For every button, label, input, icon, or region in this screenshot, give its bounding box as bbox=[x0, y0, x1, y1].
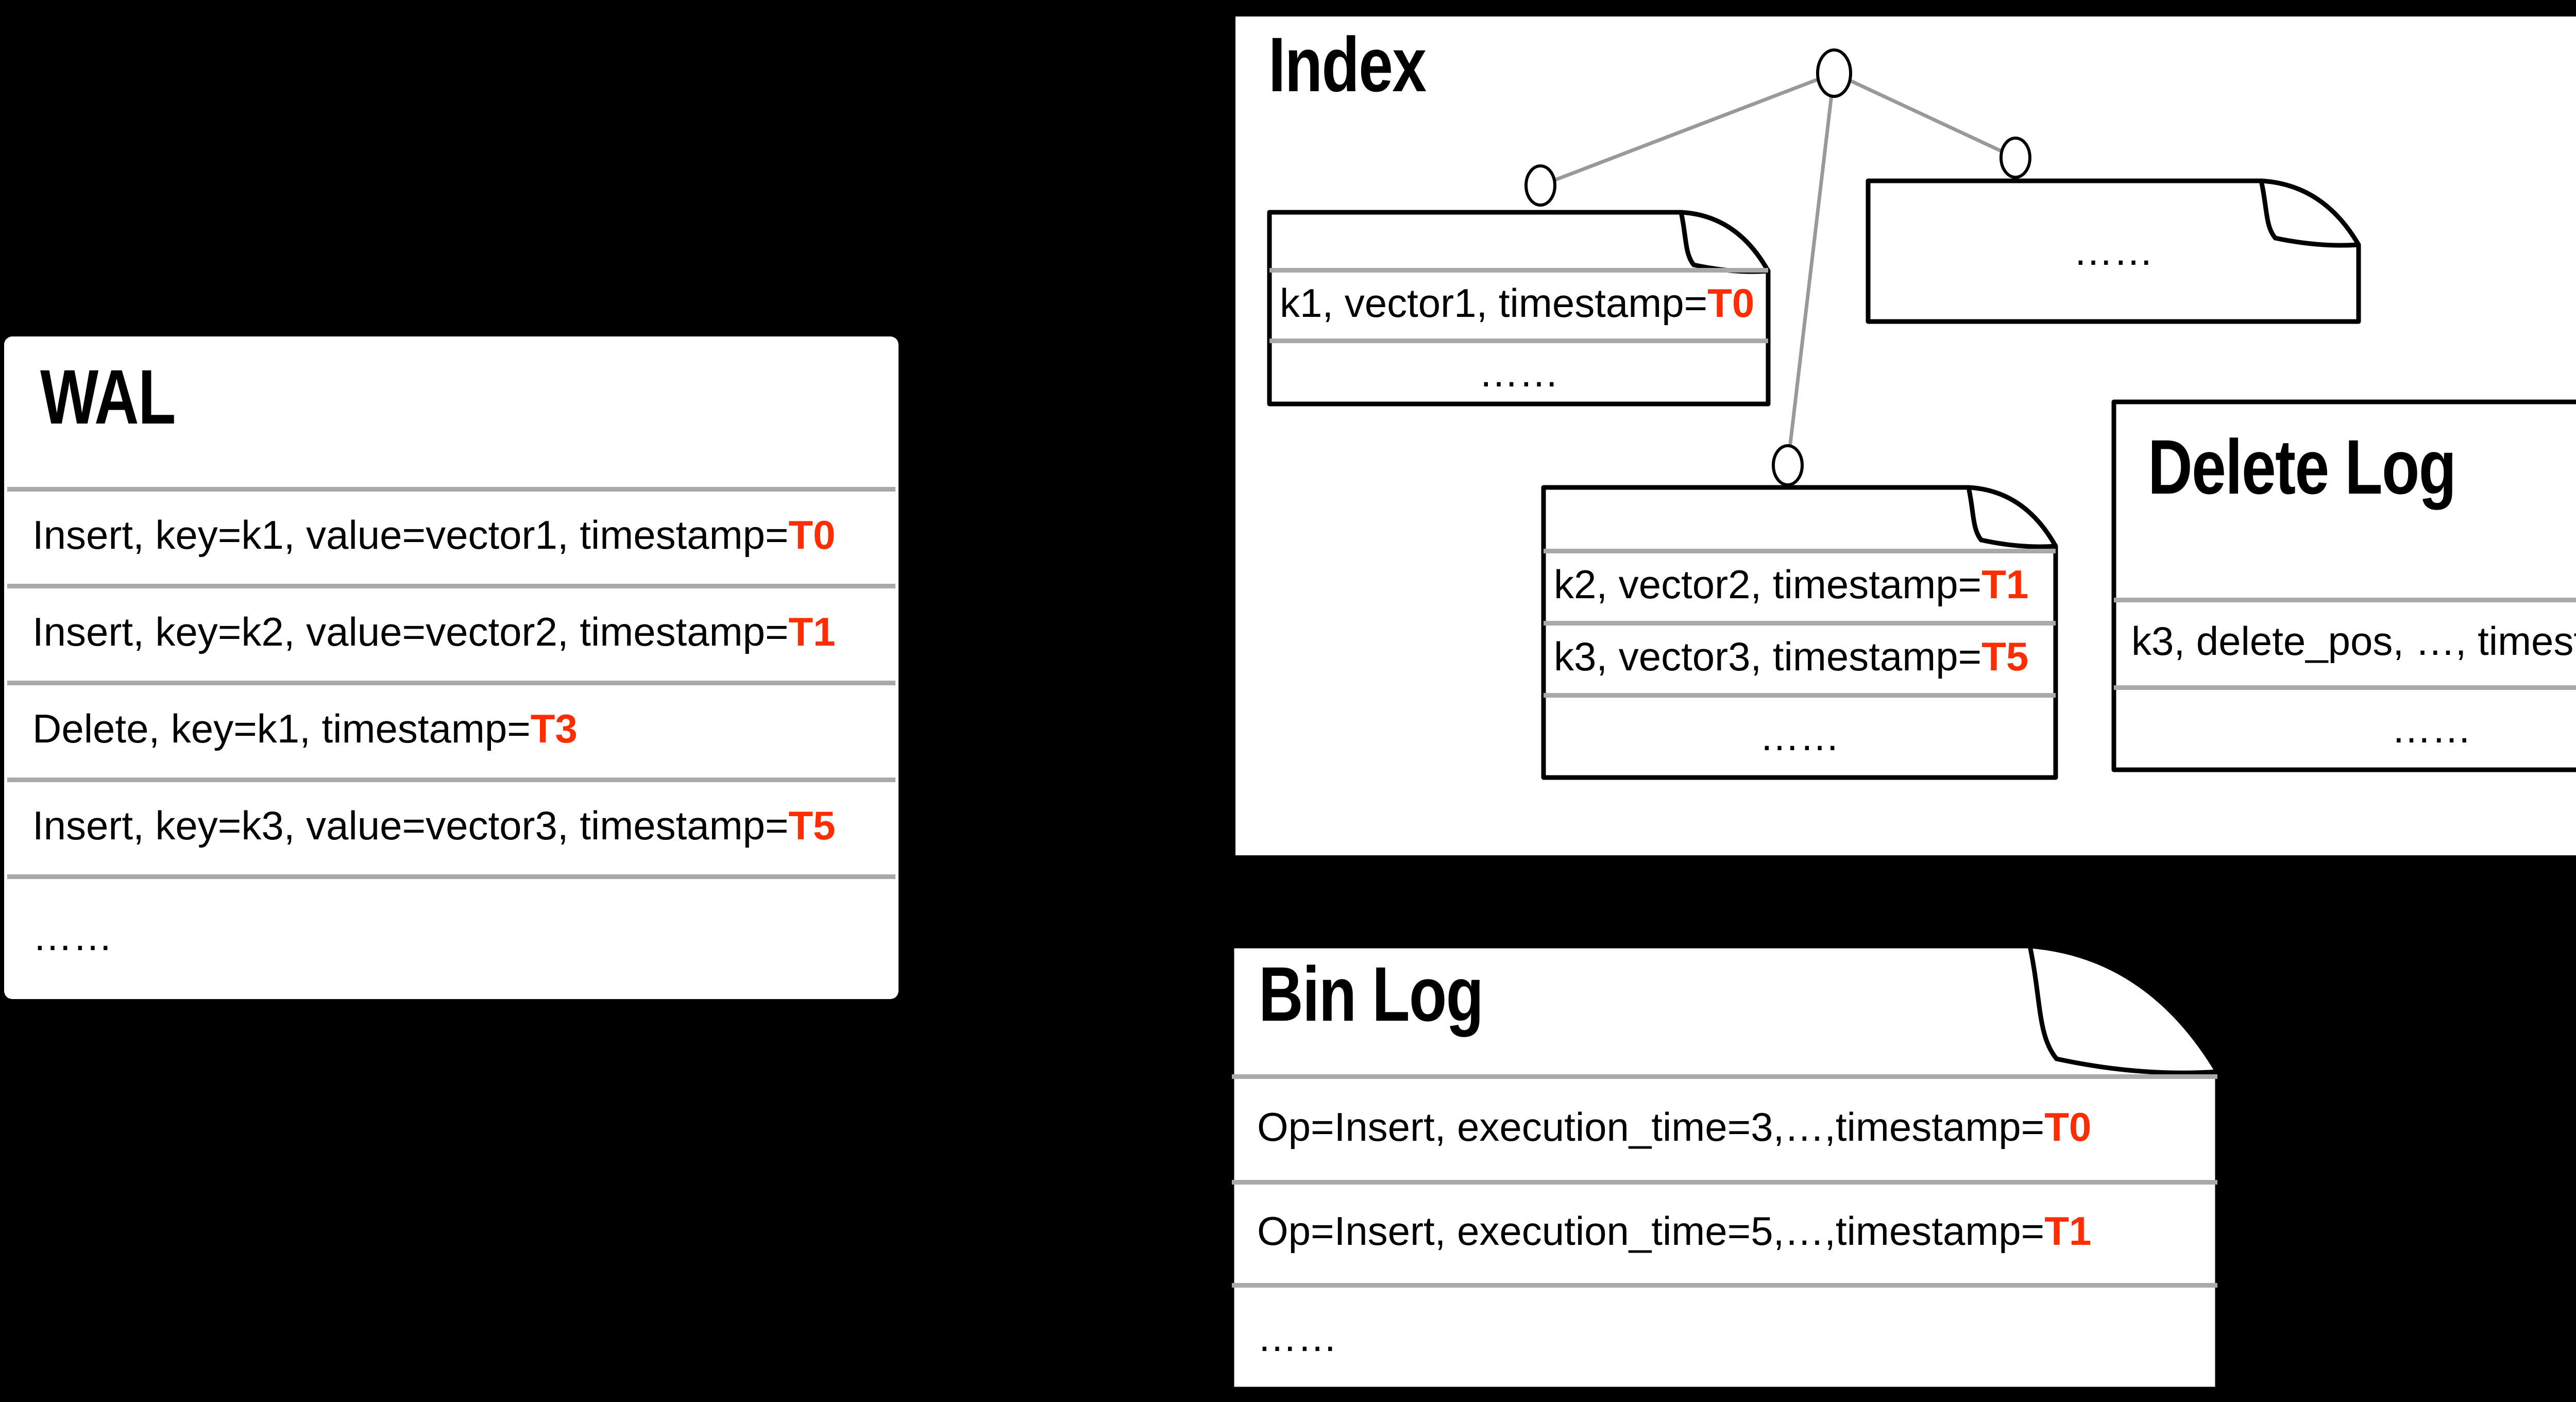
wal-row: Insert, key=k2, value=vector2, timestamp… bbox=[4, 584, 899, 681]
delete-log-title-wrap: Delete Log bbox=[2148, 428, 2533, 505]
divider bbox=[1232, 1180, 2217, 1185]
file-page-icon bbox=[2111, 399, 2576, 772]
divider bbox=[1269, 268, 1768, 273]
timestamp-value: T1 bbox=[788, 609, 836, 655]
segment-row: k1, vector1, timestamp=T0 bbox=[1266, 268, 1771, 339]
wal-ellipsis-row: …… bbox=[4, 874, 899, 999]
index-file-other: …… bbox=[1865, 178, 2362, 325]
index-file-k2-k3: k2, vector2, timestamp=T1 k3, vector3, t… bbox=[1540, 484, 2059, 781]
ellipsis-text: …… bbox=[2391, 706, 2472, 752]
ellipsis-text: …… bbox=[1257, 1314, 1337, 1360]
divider bbox=[1544, 693, 2056, 698]
divider bbox=[7, 584, 895, 588]
divider bbox=[1269, 339, 1768, 343]
bin-log-row-text: Op=Insert, execution_time=5,…,timestamp= bbox=[1257, 1208, 2045, 1254]
timestamp-value: T0 bbox=[788, 512, 836, 558]
wal-row: Insert, key=k3, value=vector3, timestamp… bbox=[4, 778, 899, 874]
index-file-k1: k1, vector1, timestamp=T0 …… bbox=[1266, 209, 1771, 407]
file-page-icon bbox=[1229, 943, 2220, 1392]
segment-row: k3, vector3, timestamp=T5 bbox=[1540, 621, 2059, 693]
bin-log-ellipsis-row: …… bbox=[1229, 1283, 2221, 1392]
delete-log-title: Delete Log bbox=[2148, 424, 2456, 510]
bin-log-title: Bin Log bbox=[1259, 951, 1484, 1037]
segment-ellipsis-row: …… bbox=[1266, 339, 1771, 407]
divider bbox=[2114, 685, 2576, 690]
file-page-icon bbox=[1866, 178, 2361, 324]
timestamp-value: T1 bbox=[1981, 562, 2029, 607]
wal-row: Insert, key=k1, value=vector1, timestamp… bbox=[4, 487, 899, 584]
divider bbox=[1544, 621, 2056, 626]
segment-ellipsis-row: …… bbox=[1865, 178, 2362, 325]
segment-row-text: k3, vector3, timestamp= bbox=[1554, 634, 1982, 680]
ellipsis-text: …… bbox=[32, 914, 113, 959]
wal-row: Delete, key=k1, timestamp=T3 bbox=[4, 681, 899, 778]
timestamp-value: T3 bbox=[530, 706, 578, 752]
timestamp-value: T5 bbox=[788, 803, 836, 849]
divider bbox=[7, 778, 895, 782]
wal-row-text: Insert, key=k3, value=vector3, timestamp… bbox=[32, 803, 789, 849]
timestamp-value: T0 bbox=[1707, 280, 1755, 326]
index-title-wrap: Index bbox=[1268, 26, 1465, 103]
wal-title: WAL bbox=[40, 353, 176, 440]
divider bbox=[2114, 598, 2576, 602]
timestamp-value: T5 bbox=[1981, 634, 2029, 680]
delete-log-row-text: k3, delete_pos, …, timestamp= bbox=[2131, 618, 2576, 664]
delete-log-ellipsis-row: …… bbox=[2111, 685, 2576, 773]
wal-box: WAL Insert, key=k1, value=vector1, times… bbox=[4, 336, 899, 999]
wal-row-text: Insert, key=k1, value=vector1, timestamp… bbox=[32, 512, 789, 558]
file-page-icon bbox=[1267, 210, 1771, 407]
segment-row-text: k1, vector1, timestamp= bbox=[1280, 280, 1708, 326]
ellipsis-text: …… bbox=[1759, 714, 1840, 759]
index-title: Index bbox=[1268, 21, 1427, 108]
bin-log-row: Op=Insert, execution_time=5,…,timestamp=… bbox=[1229, 1180, 2221, 1283]
file-page-icon bbox=[1541, 485, 2058, 780]
divider bbox=[7, 681, 895, 685]
ellipsis-text: …… bbox=[2073, 228, 2154, 274]
segment-ellipsis-row: …… bbox=[1540, 693, 2059, 781]
bin-log-box: Bin Log Op=Insert, execution_time=3,…,ti… bbox=[1229, 943, 2221, 1392]
divider bbox=[7, 487, 895, 492]
timestamp-value: T1 bbox=[2044, 1208, 2092, 1254]
divider bbox=[1544, 549, 2056, 553]
wal-title-wrap: WAL bbox=[40, 358, 209, 435]
divider bbox=[7, 874, 895, 879]
ellipsis-text: …… bbox=[1479, 349, 1559, 395]
divider bbox=[1232, 1074, 2217, 1079]
bin-log-title-wrap: Bin Log bbox=[1259, 955, 1539, 1033]
segment-row: k2, vector2, timestamp=T1 bbox=[1540, 549, 2059, 621]
delete-log-box: Delete Log k3, delete_pos, …, timestamp=… bbox=[2111, 399, 2576, 773]
divider bbox=[1232, 1283, 2217, 1288]
timestamp-value: T0 bbox=[2044, 1104, 2092, 1150]
wal-row-text: Insert, key=k2, value=vector2, timestamp… bbox=[32, 609, 789, 655]
segment-row-text: k2, vector2, timestamp= bbox=[1554, 562, 1982, 607]
bin-log-row-text: Op=Insert, execution_time=3,…,timestamp= bbox=[1257, 1104, 2045, 1150]
delete-log-row: k3, delete_pos, …, timestamp=T3 bbox=[2111, 598, 2576, 685]
bin-log-row: Op=Insert, execution_time=3,…,timestamp=… bbox=[1229, 1074, 2221, 1180]
wal-row-text: Delete, key=k1, timestamp= bbox=[32, 706, 531, 752]
